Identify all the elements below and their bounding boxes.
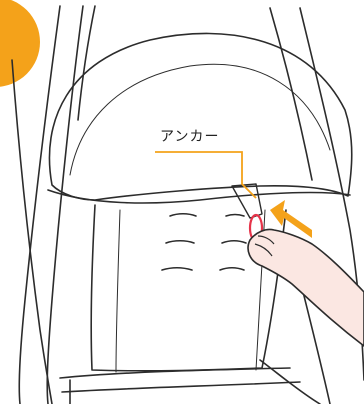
slot (166, 241, 194, 243)
hand-icon (248, 229, 364, 346)
seat-back (91, 205, 286, 371)
slot (162, 268, 192, 270)
canopy-outline (49, 33, 351, 200)
step-marker (0, 0, 40, 87)
slot (226, 215, 244, 217)
slot (170, 214, 196, 216)
slot (220, 268, 244, 270)
slot (222, 241, 246, 243)
callout-label: アンカー (160, 126, 219, 146)
